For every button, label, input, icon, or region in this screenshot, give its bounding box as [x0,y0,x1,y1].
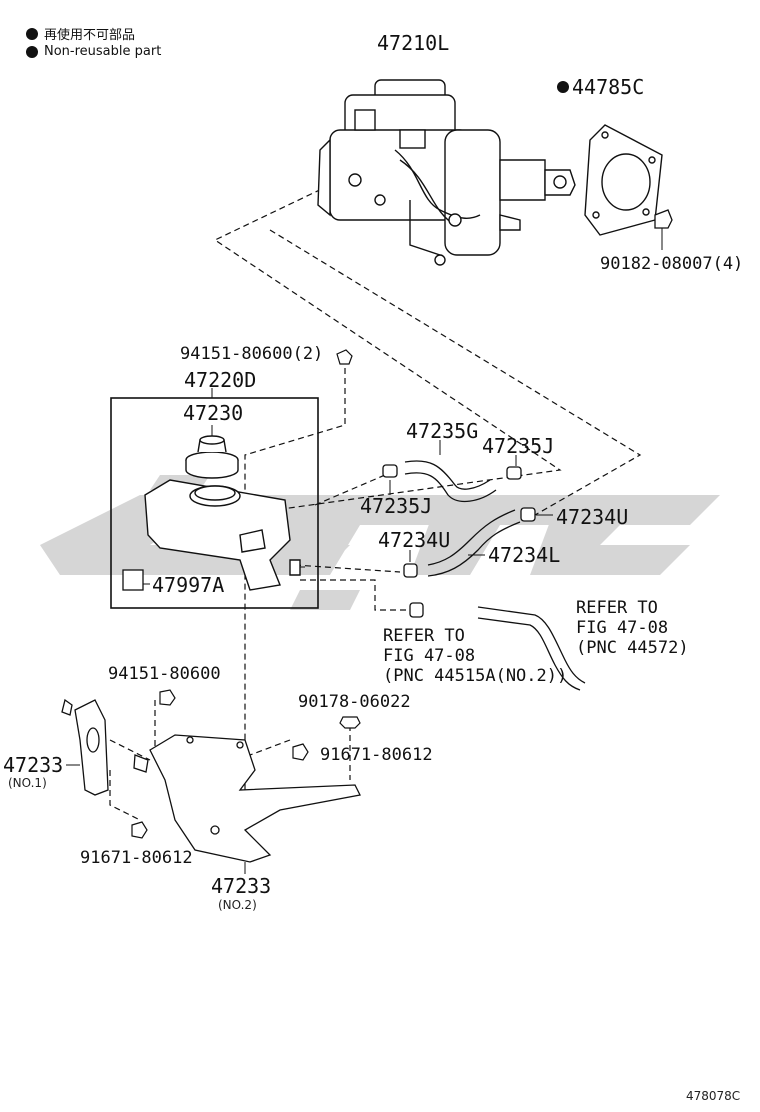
bullet-icon [26,27,38,40]
bracket-47233-no1 [61,698,109,796]
screw-91671-right [292,743,309,761]
part-47235J-left: 47235J [360,494,433,518]
bracket-47233-no2 [133,734,361,863]
hose-47234L [427,509,521,577]
legend-row-japanese: 再使用不可部品 [26,24,135,43]
part-90178-06022: 90178-06022 [298,692,411,712]
part-47233-no1-sub: (NO.1) [8,776,47,790]
part-94151-80600: 94151-80600 [108,664,221,684]
hose-47235G [404,460,497,503]
clamp-47235J-top [506,466,522,480]
brake-booster-assembly [317,79,576,266]
part-47220D: 47220D [184,368,257,392]
part-47234L: 47234L [488,543,561,567]
refer-note-44515A-line1: REFER TO [383,626,465,646]
hose-lower [477,606,586,691]
legend-japanese: 再使用不可部品 [44,28,136,43]
part-47234U-right: 47234U [556,505,629,529]
clamp-47235J-left [382,464,398,478]
refer-note-44572-line1: REFER TO [576,598,658,618]
refer-note-44515A-line2: FIG 47-08 [383,646,476,666]
part-47234U-left: 47234U [378,528,451,552]
part-47230: 47230 [183,401,244,425]
clamp-47234U-right [520,507,536,522]
part-91671-80612-left: 91671-80612 [80,848,193,868]
refer-note-44572-line3: (PNC 44572) [576,638,689,658]
refer-note-44572-line2: FIG 47-08 [576,618,669,638]
nut-90182 [654,209,673,229]
part-47210L: 47210L [377,31,450,55]
part-47997A: 47997A [152,573,225,597]
part-44785C-text: 44785C [572,75,645,99]
bullet-icon [26,45,38,58]
refer-note-44515A-line3: (PNC 44515A(NO.2)) [383,666,568,686]
legend-row-english: Non-reusable part [26,44,161,59]
legend-english: Non-reusable part [44,44,162,59]
bolt-94151 [159,689,176,706]
dashed-leaders [109,184,642,821]
nut-90178 [339,716,361,729]
clamp-lower [409,602,424,618]
part-47233-no2: 47233 [211,874,272,898]
label-sticker [122,569,144,591]
part-47233-no1: 47233 [3,753,64,777]
part-90182-08007: 90182-08007(4) [600,254,744,274]
gasket-part [584,124,663,236]
part-91671-80612-right: 91671-80612 [320,745,433,765]
reservoir-tank [144,479,301,591]
part-94151-80600-2: 94151-80600(2) [180,344,324,364]
screw-91671-left [131,821,148,839]
figure-code: 478078C [686,1089,741,1103]
reservoir-cap [185,435,239,479]
bolt-94151-2 [336,349,353,365]
part-47235J-top: 47235J [482,434,555,458]
non-reusable-dot-icon [557,81,569,93]
reservoir-frame [110,397,319,609]
clamp-47234U-left [403,563,418,578]
part-44785C: 44785C [557,77,644,97]
part-47235G: 47235G [406,419,479,443]
part-47233-no2-sub: (NO.2) [218,898,257,912]
